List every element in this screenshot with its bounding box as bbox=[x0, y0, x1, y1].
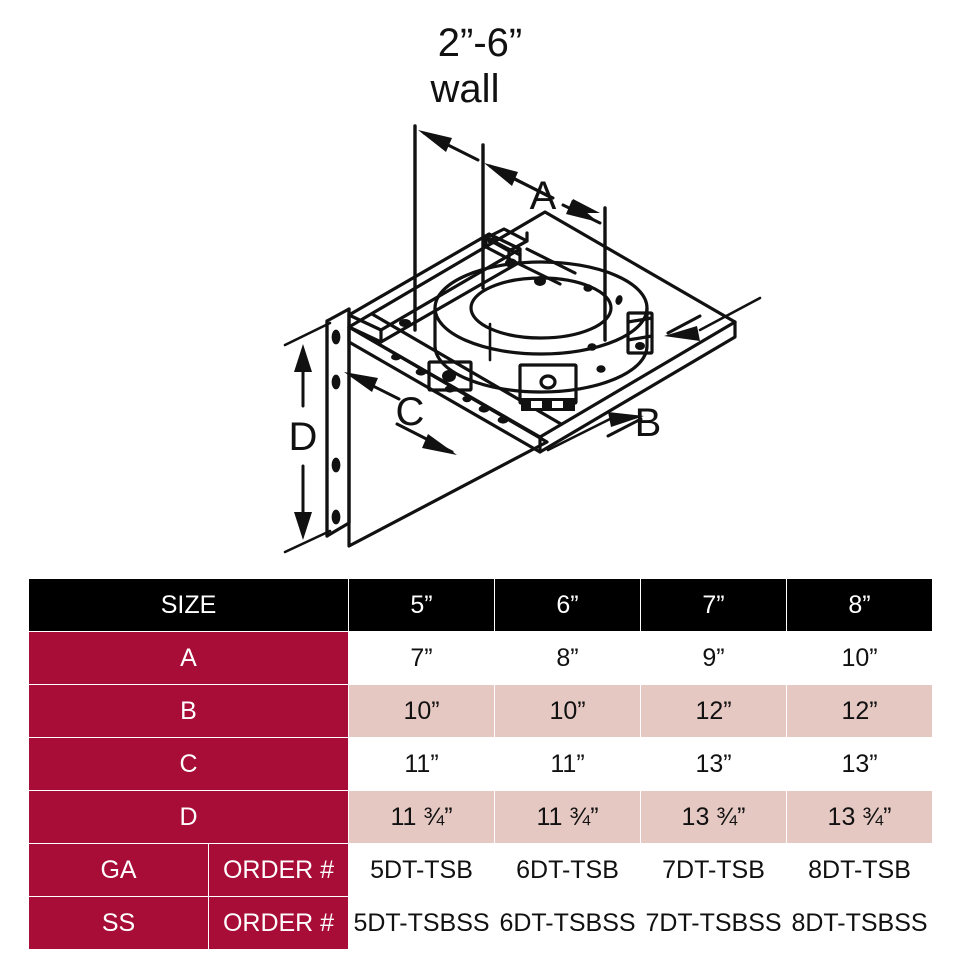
cell-c-7: 13” bbox=[640, 737, 788, 791]
row-label-b: B bbox=[27, 684, 350, 738]
cell-d-8: 13 ¾” bbox=[786, 790, 934, 844]
cell-a-5: 7” bbox=[348, 631, 496, 685]
table-row: SS ORDER # 5DT-TSBSS 6DT-TSBSS 7DT-TSBSS… bbox=[28, 896, 934, 950]
cell-b-7: 12” bbox=[640, 684, 788, 738]
wall-thickness-arrowheads bbox=[418, 130, 518, 186]
cell-b-6: 10” bbox=[494, 684, 642, 738]
wall-thickness-note-line1: 2”-6” bbox=[438, 21, 522, 65]
cell-a-8: 10” bbox=[786, 631, 934, 685]
collar-clamp-front bbox=[518, 363, 578, 411]
cell-c-6: 11” bbox=[494, 737, 642, 791]
dimension-extension-lines bbox=[413, 124, 607, 342]
cell-ga-order-6: 6DT-TSB bbox=[494, 843, 642, 897]
cell-ga-order-7: 7DT-TSB bbox=[640, 843, 788, 897]
cell-a-7: 9” bbox=[640, 631, 788, 685]
size-column-header-1: 6” bbox=[494, 578, 642, 632]
row-label-a: A bbox=[27, 631, 350, 685]
cell-d-5: 11 ¾” bbox=[348, 790, 496, 844]
size-header-cell: SIZE bbox=[27, 578, 350, 632]
size-column-header-2: 7” bbox=[640, 578, 788, 632]
cell-ss-order-6: 6DT-TSBSS bbox=[494, 896, 642, 950]
size-column-header-3: 8” bbox=[786, 578, 934, 632]
dimension-b-arrows bbox=[606, 314, 702, 438]
order-number-label-ga: ORDER # bbox=[207, 843, 350, 897]
table-row: B 10” 10” 12” 12” bbox=[27, 684, 934, 738]
bracket-isometric-drawing: 2”-6” wall A B C D bbox=[283, 21, 762, 554]
table-header-row: SIZE 5” 6” 7” 8” bbox=[27, 578, 934, 632]
row-label-c: C bbox=[27, 737, 350, 791]
cell-d-6: 11 ¾” bbox=[494, 790, 642, 844]
cell-ss-order-8: 8DT-TSBSS bbox=[786, 896, 934, 950]
cell-d-7: 13 ¾” bbox=[640, 790, 788, 844]
specifications-table-container: SIZE 5” 6” 7” 8” A 7” 8” 9” 10” B 10” 10… bbox=[27, 578, 934, 950]
row-label-d: D bbox=[27, 790, 350, 844]
table-row: A 7” 8” 9” 10” bbox=[27, 631, 934, 685]
dimension-label-b: B bbox=[635, 401, 662, 445]
collar-rivets bbox=[534, 276, 623, 373]
table-row: D 11 ¾” 11 ¾” 13 ¾” 13 ¾” bbox=[27, 790, 934, 844]
cell-ss-order-5: 5DT-TSBSS bbox=[348, 896, 496, 950]
dimension-b-witness-lines bbox=[546, 296, 762, 452]
upper-arm-holes bbox=[335, 319, 411, 338]
dimension-label-d: D bbox=[289, 415, 318, 459]
dimension-c-arrowheads bbox=[344, 372, 457, 455]
dimension-d-arrowheads bbox=[294, 344, 312, 540]
product-diagram: 2”-6” wall A B C D bbox=[283, 21, 762, 554]
cell-ss-order-7: 7DT-TSBSS bbox=[640, 896, 788, 950]
cell-ga-order-5: 5DT-TSB bbox=[348, 843, 496, 897]
collar-clamp-left bbox=[427, 360, 473, 392]
table-row: GA ORDER # 5DT-TSB 6DT-TSB 7DT-TSB 8DT-T… bbox=[28, 843, 934, 897]
cell-b-8: 12” bbox=[786, 684, 934, 738]
cell-b-5: 10” bbox=[348, 684, 496, 738]
dimension-d-witness-lines bbox=[283, 321, 332, 554]
table-row: C 11” 11” 13” 13” bbox=[27, 737, 934, 791]
cell-c-8: 13” bbox=[786, 737, 934, 791]
material-label-ss: SS bbox=[28, 896, 209, 950]
collar-top-arm bbox=[507, 247, 577, 286]
order-number-label-ss: ORDER # bbox=[207, 896, 350, 950]
cell-c-5: 11” bbox=[348, 737, 496, 791]
cell-a-6: 8” bbox=[494, 631, 642, 685]
dimension-label-a: A bbox=[530, 174, 557, 218]
dimension-a-arrowheads bbox=[566, 199, 600, 222]
dimension-label-c: C bbox=[396, 390, 425, 434]
wall-plate-bolt-holes bbox=[331, 329, 341, 525]
wall-thickness-note-line2: wall bbox=[430, 67, 500, 111]
material-label-ga: GA bbox=[28, 843, 209, 897]
specifications-table: SIZE 5” 6” 7” 8” A 7” 8” 9” 10” B 10” 10… bbox=[27, 578, 934, 950]
collar-clamp-right bbox=[626, 311, 654, 355]
cell-ga-order-8: 8DT-TSB bbox=[786, 843, 934, 897]
dimension-b-arrowheads bbox=[608, 326, 700, 427]
size-column-header-0: 5” bbox=[348, 578, 496, 632]
